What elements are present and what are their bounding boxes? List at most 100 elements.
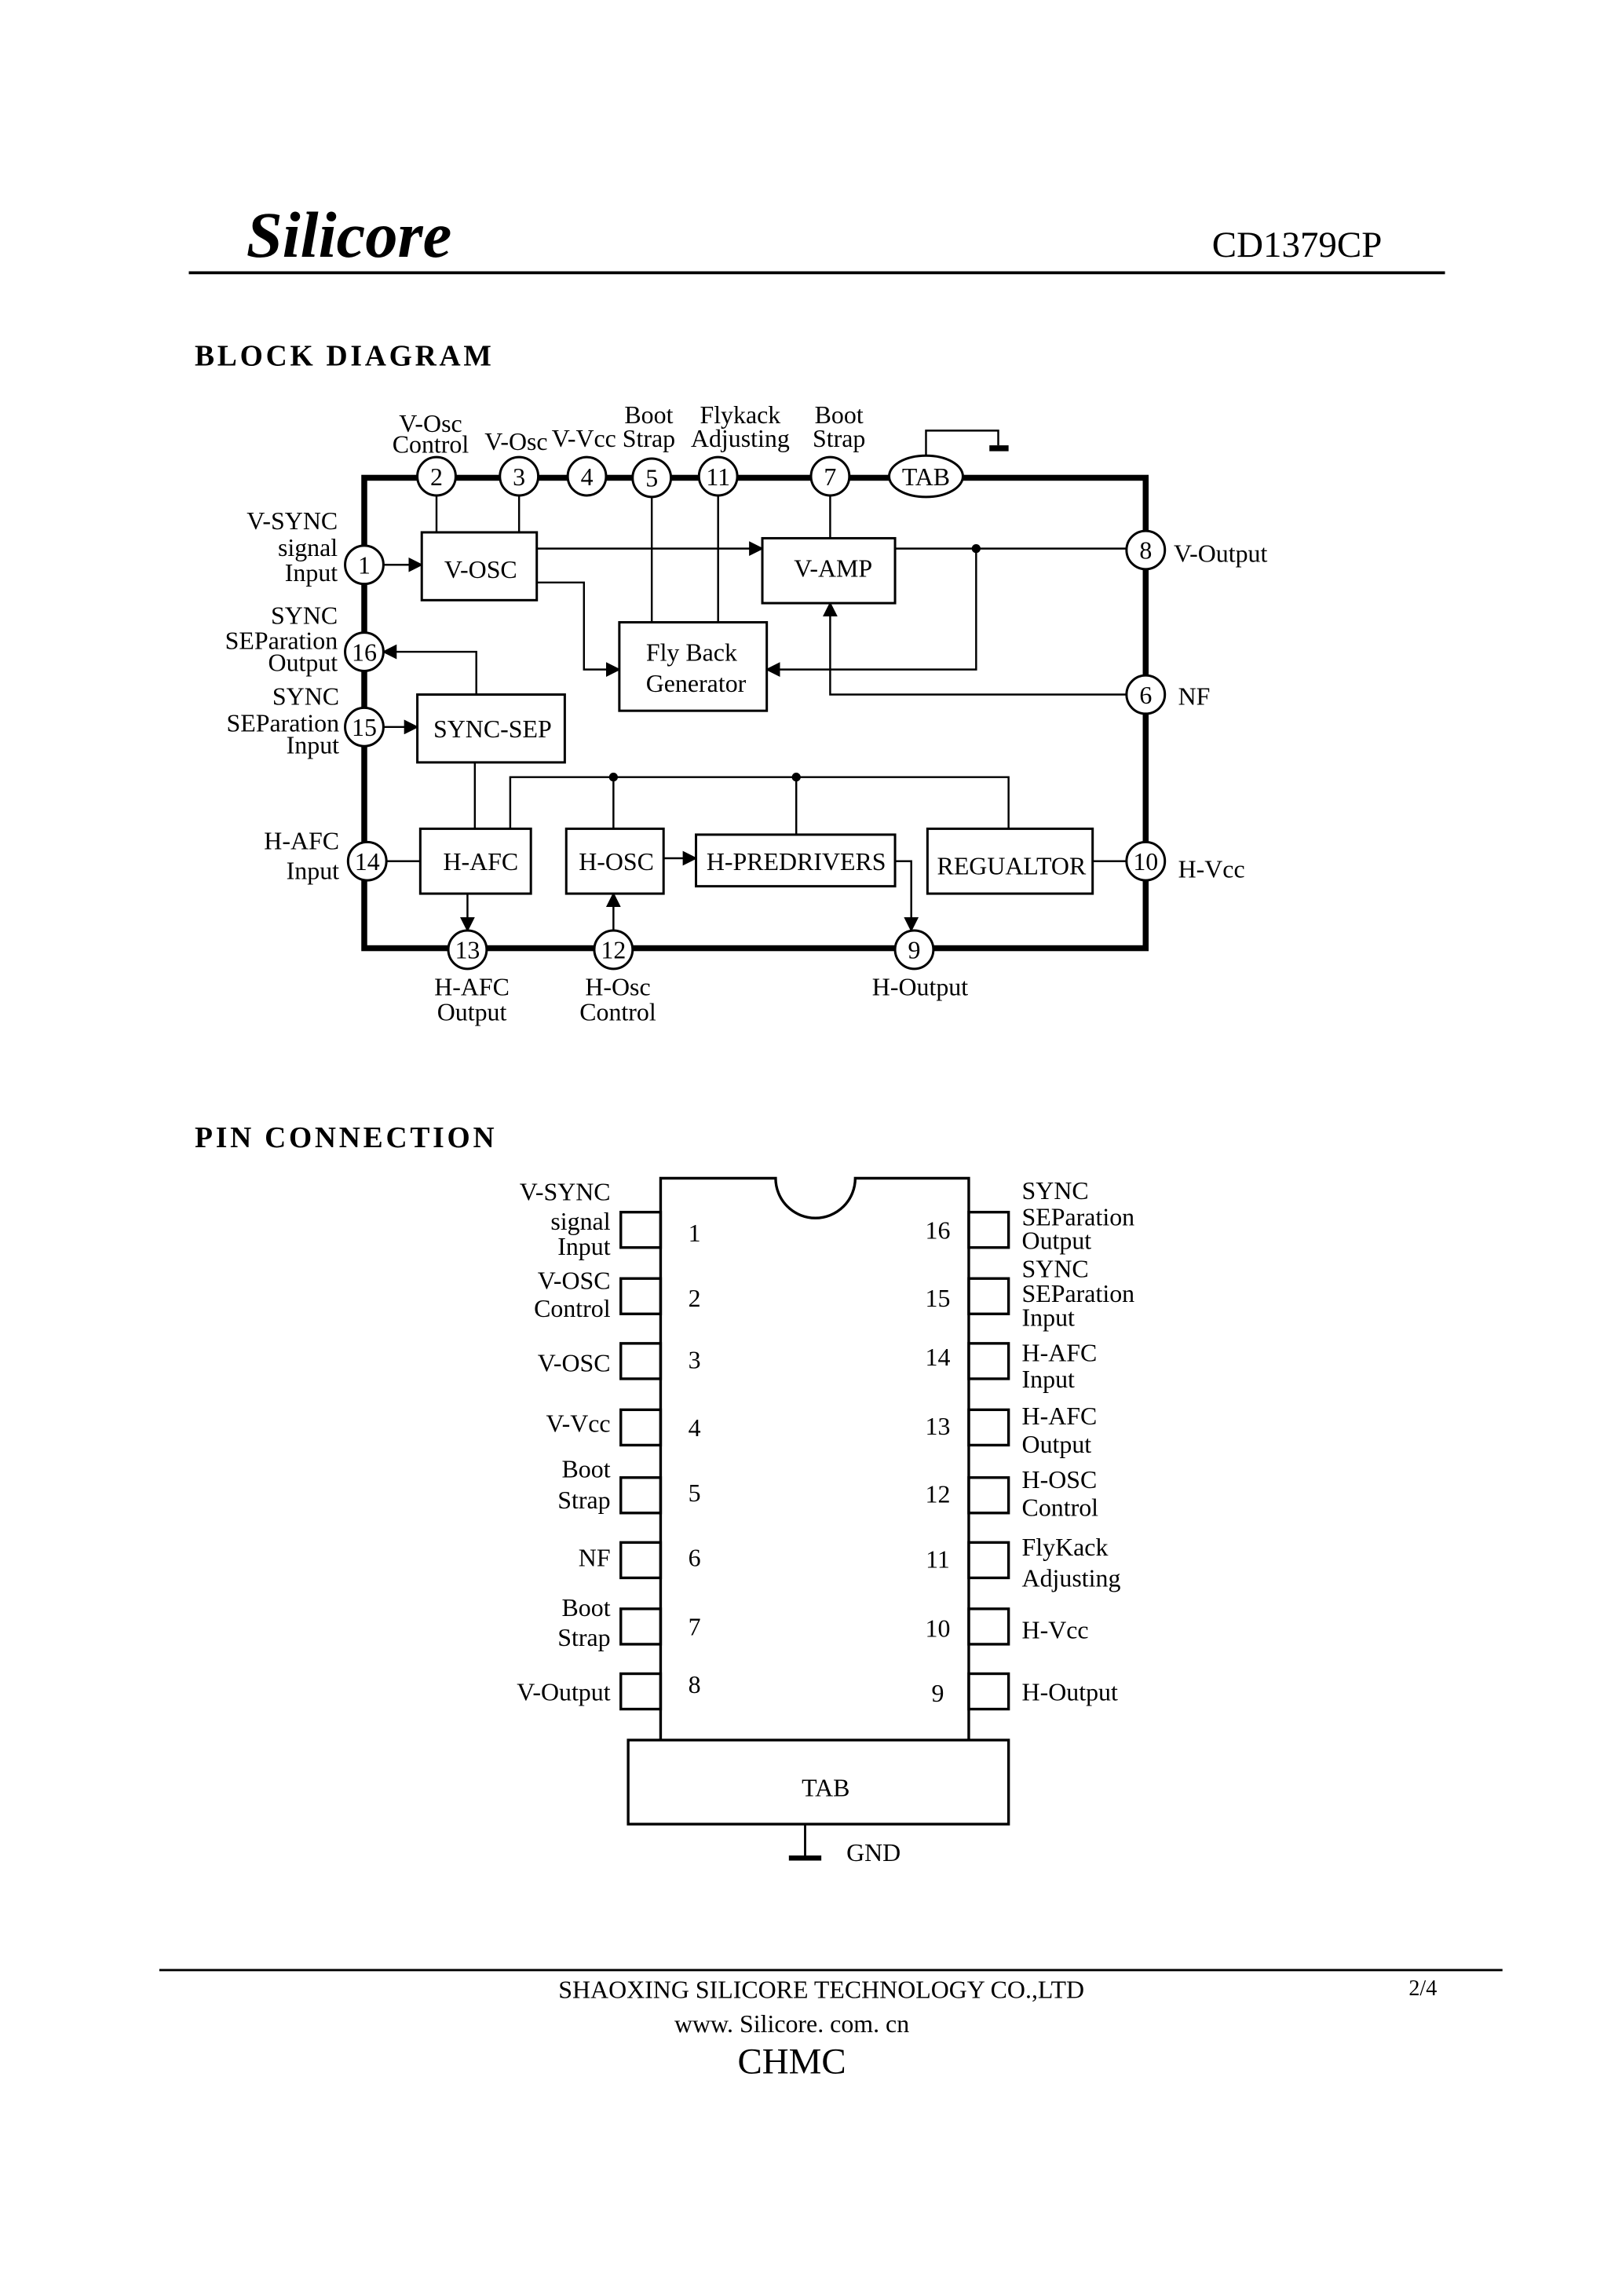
package-pin-label: V-OSC: [538, 1350, 611, 1377]
pin-label: H-Vcc: [1178, 855, 1245, 883]
pin-number: 4: [581, 463, 594, 491]
package-pin-label: Control: [1022, 1494, 1099, 1522]
package-pin-label: SEParation: [1022, 1280, 1135, 1307]
package-pin-label: H-OSC: [1022, 1466, 1098, 1493]
block-label: REGUALTOR: [937, 853, 1087, 880]
package-pin-label: Boot: [562, 1594, 611, 1621]
package-pin-left: [619, 1408, 663, 1447]
package-pin-label: V-OSC: [538, 1267, 611, 1294]
package-pin-number: 9: [932, 1680, 944, 1707]
package-pin-label: V-Vcc: [546, 1410, 610, 1438]
package-pin-label: Strap: [557, 1624, 610, 1651]
pin-label: V-Output: [1174, 540, 1268, 568]
pin-tab: [888, 454, 964, 499]
package-pin-number: 13: [926, 1413, 951, 1440]
package-pin-number: 4: [689, 1414, 701, 1442]
pin-circle-p12: [593, 929, 634, 971]
pin-label: NF: [1178, 683, 1211, 711]
pin-circle-p14: [346, 840, 388, 882]
package-pin-label: H-AFC: [1022, 1402, 1098, 1430]
package-pin-right: [967, 1342, 1010, 1380]
package-pin-label: FlyKack: [1022, 1534, 1109, 1561]
pin-label: H-Osc: [585, 974, 650, 1001]
package-pin-left: [619, 1476, 663, 1515]
package-pin-right: [967, 1476, 1010, 1515]
package-pin-label: Adjusting: [1022, 1565, 1121, 1592]
package-pin-number: 16: [926, 1216, 951, 1244]
pin-label: Output: [437, 999, 507, 1026]
block-h-predrivers: [695, 833, 897, 888]
block-h-afc: [418, 827, 532, 895]
package-pin-number: 14: [926, 1344, 951, 1371]
pin-circle-p7: [809, 455, 851, 497]
package-pin-number: 12: [926, 1481, 951, 1508]
pin-label: V-SYNC: [247, 507, 338, 535]
package-pin-number: 2: [689, 1285, 701, 1312]
package-pin-number: 5: [689, 1479, 701, 1507]
pin-circle-p9: [893, 929, 935, 971]
package-pin-label: Boot: [562, 1456, 611, 1483]
package-pin-label: Strap: [557, 1486, 610, 1514]
pin-label: Input: [285, 559, 338, 587]
package-pin-label: V-SYNC: [520, 1179, 611, 1206]
pin-circle-p16: [344, 631, 385, 672]
package-pin-label: Output: [1022, 1431, 1092, 1458]
package-pin-left: [619, 1277, 663, 1315]
pin-label: H-AFC: [434, 974, 510, 1001]
package-pin-number: 8: [689, 1671, 701, 1698]
pin-label: Strap: [813, 425, 865, 452]
pin-label: Control: [579, 999, 656, 1026]
block-label: SYNC-SEP: [433, 715, 552, 743]
package-pin-number: 1: [689, 1219, 701, 1247]
package-pin-right: [967, 1408, 1010, 1447]
ic-package-body: [659, 1176, 970, 1741]
pin-number: 13: [455, 937, 480, 964]
pin-label: Boot: [815, 401, 864, 429]
pin-number: 8: [1139, 537, 1152, 565]
pin-label: SYNC: [272, 683, 339, 711]
block-label: H-OSC: [579, 848, 654, 876]
package-pin-label: Input: [1022, 1303, 1075, 1331]
package-pin-label: Control: [534, 1295, 611, 1322]
section-title-pin-connection: PIN CONNECTION: [195, 1122, 497, 1154]
pin-number: 7: [824, 463, 836, 491]
block-sync-sep: [416, 693, 566, 764]
package-pin-number: 7: [689, 1614, 701, 1641]
footer-website: www. Silicore. com. cn: [674, 2010, 909, 2038]
pin-number: 14: [355, 848, 380, 876]
pin-number: 1: [358, 552, 371, 579]
tab-block: [627, 1738, 1010, 1826]
pin-label: Input: [287, 732, 339, 759]
block-label: V-OSC: [444, 556, 517, 583]
package-pin-label: SEParation: [1022, 1204, 1135, 1231]
pin-circle-p8: [1125, 529, 1167, 571]
block-label: Fly Back: [646, 638, 737, 666]
package-pin-right: [967, 1607, 1010, 1646]
pin-number: 12: [601, 937, 626, 964]
pin-label: signal: [278, 534, 338, 561]
package-pin-label: SYNC: [1022, 1177, 1089, 1205]
pin-label: SEParation: [225, 627, 338, 654]
package-pin-label: SYNC: [1022, 1255, 1089, 1282]
package-pin-label: Input: [557, 1233, 610, 1260]
package-pin-right: [967, 1277, 1010, 1315]
package-pin-left: [619, 1211, 663, 1249]
brand-logo: Silicore: [247, 199, 452, 271]
pin-label: V-Osc: [484, 428, 547, 455]
pin-number: 2: [430, 463, 443, 491]
pin-number: 6: [1139, 682, 1152, 709]
package-pin-right: [967, 1541, 1010, 1580]
pin-number: 9: [908, 937, 920, 964]
block-regulator: [926, 827, 1094, 895]
gnd-label: GND: [846, 1839, 901, 1866]
block-label: Generator: [646, 670, 747, 697]
pin-number: 5: [645, 465, 658, 492]
pin-label: Adjusting: [691, 425, 790, 452]
package-pin-left: [619, 1342, 663, 1380]
pin-circle-p6: [1125, 674, 1167, 715]
pin-number: 15: [352, 714, 377, 741]
package-pin-number: 3: [689, 1347, 701, 1374]
